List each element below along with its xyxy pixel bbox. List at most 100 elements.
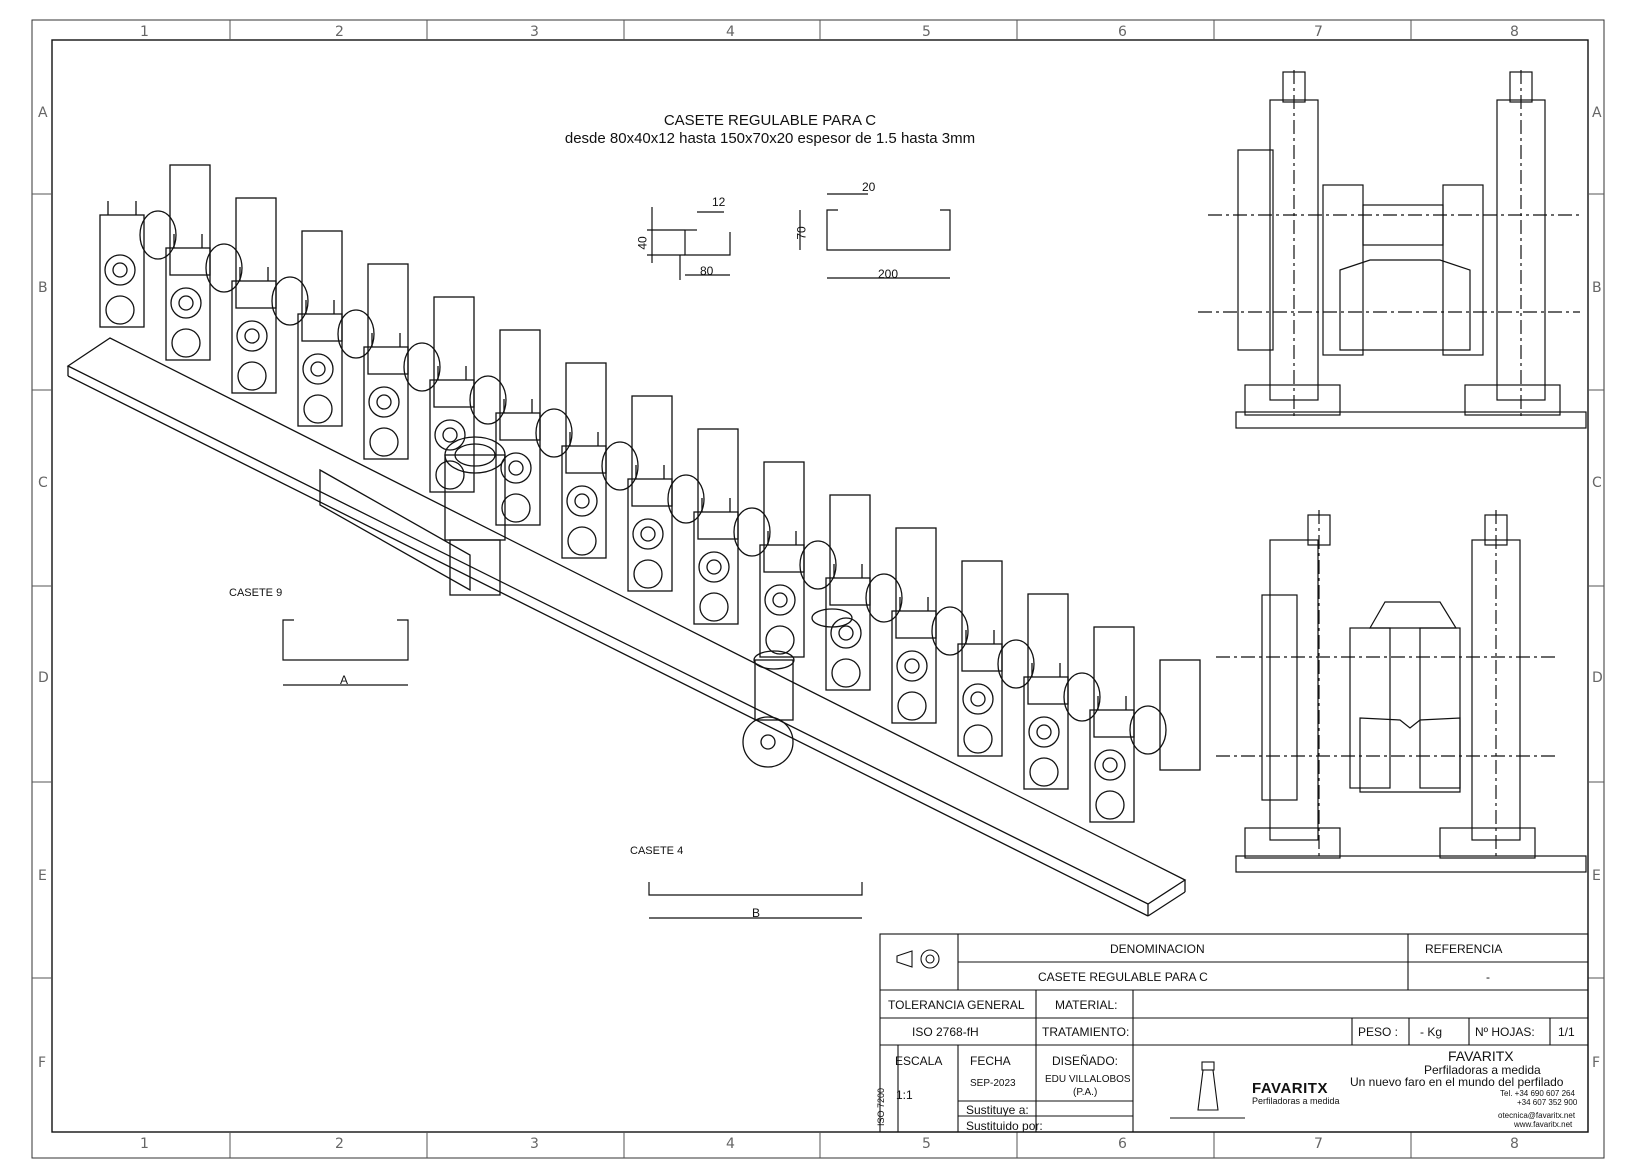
casete4-label: CASETE 4 (630, 845, 684, 857)
front-view-top (1198, 70, 1587, 429)
grid-row-right: B (1592, 280, 1602, 296)
company-web: www.favaritx.net (1514, 1120, 1573, 1129)
grid-row-left: B (38, 280, 48, 296)
grid-column-bottom: 7 (1314, 1136, 1323, 1152)
roll-station (891, 560, 1003, 724)
grid-column-bottom: 5 (922, 1136, 931, 1152)
outer-frame (31, 19, 1605, 1159)
roll-station (561, 395, 673, 559)
fecha-value: SEP-2023 (970, 1078, 1016, 1089)
roll-station (495, 362, 607, 526)
grid-column-top: 2 (335, 24, 344, 40)
grid-row-left: C (38, 475, 48, 491)
dim-large-lip: 20 (862, 180, 876, 194)
title-block (879, 933, 1589, 1133)
roll-station (1089, 659, 1201, 823)
casete9-label: CASETE 9 (229, 587, 283, 599)
grid-column-top: 3 (530, 24, 539, 40)
grid-row-right: C (1592, 475, 1602, 491)
fecha-label: FECHA (970, 1054, 1011, 1068)
grid-row-right: E (1592, 868, 1601, 884)
company-tagline: Perfiladoras a medida (1424, 1063, 1541, 1077)
dim-small-lip: 12 (712, 195, 726, 209)
roll-station (957, 593, 1069, 757)
grid-column-top: 6 (1118, 24, 1127, 40)
grid-row-left: E (38, 868, 47, 884)
iso-vertical: ISO 7200 (876, 1087, 887, 1127)
escala-value: 1:1 (896, 1088, 913, 1102)
tratamiento-label: TRATAMIENTO: (1042, 1025, 1130, 1039)
grid-row-left: D (38, 670, 49, 686)
roll-station (825, 527, 937, 691)
profile-small-drawing (647, 207, 731, 280)
grid-row-right: D (1592, 670, 1603, 686)
roll-station (165, 197, 277, 361)
grid-row-left: A (38, 105, 48, 121)
hojas-value: 1/1 (1558, 1025, 1575, 1039)
roll-station (363, 296, 475, 460)
roll-station (693, 461, 805, 625)
denominacion-value: CASETE REGULABLE PARA C (1038, 970, 1208, 984)
profile-large-drawing (799, 193, 951, 279)
referencia-value: - (1486, 970, 1490, 984)
roll-station (1023, 626, 1135, 790)
grid-row-left: F (38, 1055, 47, 1071)
roll-station (297, 263, 409, 427)
company-name: FAVARITX (1448, 1048, 1514, 1064)
disenado-label: DISEÑADO: (1052, 1054, 1119, 1068)
guide-tank (319, 468, 471, 592)
grid-row-right: A (1592, 105, 1602, 121)
company-email: otecnica@favaritx.net (1498, 1111, 1576, 1120)
zone-ticks (32, 20, 1604, 1158)
roll-station (429, 329, 541, 493)
referencia-label: REFERENCIA (1425, 942, 1503, 956)
casete9-dim: A (340, 673, 349, 687)
grid-column-bottom: 2 (335, 1136, 344, 1152)
grid-row-right: F (1592, 1055, 1601, 1071)
dim-large-height: 70 (794, 226, 809, 240)
handwheel (742, 650, 795, 768)
grid-column-top: 7 (1314, 24, 1323, 40)
grid-column-bottom: 4 (726, 1136, 735, 1152)
grid-column-top: 4 (726, 24, 735, 40)
guide-cylinder (811, 608, 853, 628)
drawing-title: CASETE REGULABLE PARA C (663, 112, 877, 129)
dim-small-height: 40 (635, 236, 650, 250)
company-motto: Un nuevo faro en el mundo del perfilado (1350, 1075, 1564, 1089)
disenado-value: EDU VILLALOBOS (1045, 1074, 1131, 1085)
dim-small-width: 80 (700, 264, 714, 278)
casete4-dim: B (752, 906, 761, 920)
disenado-initials: (P.A.) (1073, 1087, 1098, 1098)
sustituido-label: Sustituido por: (966, 1119, 1043, 1133)
drawing-subtitle: desde 80x40x12 hasta 150x70x20 espesor d… (564, 130, 976, 147)
company-tel1: Tel. +34 690 607 264 (1500, 1089, 1575, 1098)
grid-column-top: 5 (922, 24, 931, 40)
grid-column-top: 1 (140, 24, 149, 40)
grid-column-bottom: 8 (1510, 1136, 1519, 1152)
grid-column-bottom: 1 (140, 1136, 149, 1152)
peso-value: - Kg (1420, 1025, 1443, 1039)
material-label: MATERIAL: (1055, 998, 1118, 1012)
motor (444, 436, 506, 596)
grid-column-bottom: 3 (530, 1136, 539, 1152)
logo-word: FAVARITX (1252, 1080, 1328, 1097)
dim-large-width: 200 (878, 267, 899, 281)
inner-frame (51, 39, 1589, 1133)
grid-column-top: 8 (1510, 24, 1519, 40)
front-view-bottom (1216, 510, 1587, 873)
sustituye-label: Sustituye a: (966, 1103, 1029, 1117)
denominacion-label: DENOMINACION (1110, 942, 1205, 956)
roll-station (99, 164, 211, 328)
roll-station (627, 428, 739, 592)
hojas-label: Nº HOJAS: (1475, 1025, 1535, 1039)
tolerancia-value: ISO 2768-fH (912, 1025, 979, 1039)
grid-column-bottom: 6 (1118, 1136, 1127, 1152)
isometric-machine (66, 164, 1201, 917)
tolerancia-label: TOLERANCIA GENERAL (888, 998, 1025, 1012)
logo-sub: Perfiladoras a medida (1252, 1096, 1340, 1106)
roll-station (231, 230, 343, 394)
company-tel2: +34 607 352 900 (1517, 1098, 1578, 1107)
roll-station (759, 494, 871, 658)
escala-label: ESCALA (895, 1054, 943, 1068)
